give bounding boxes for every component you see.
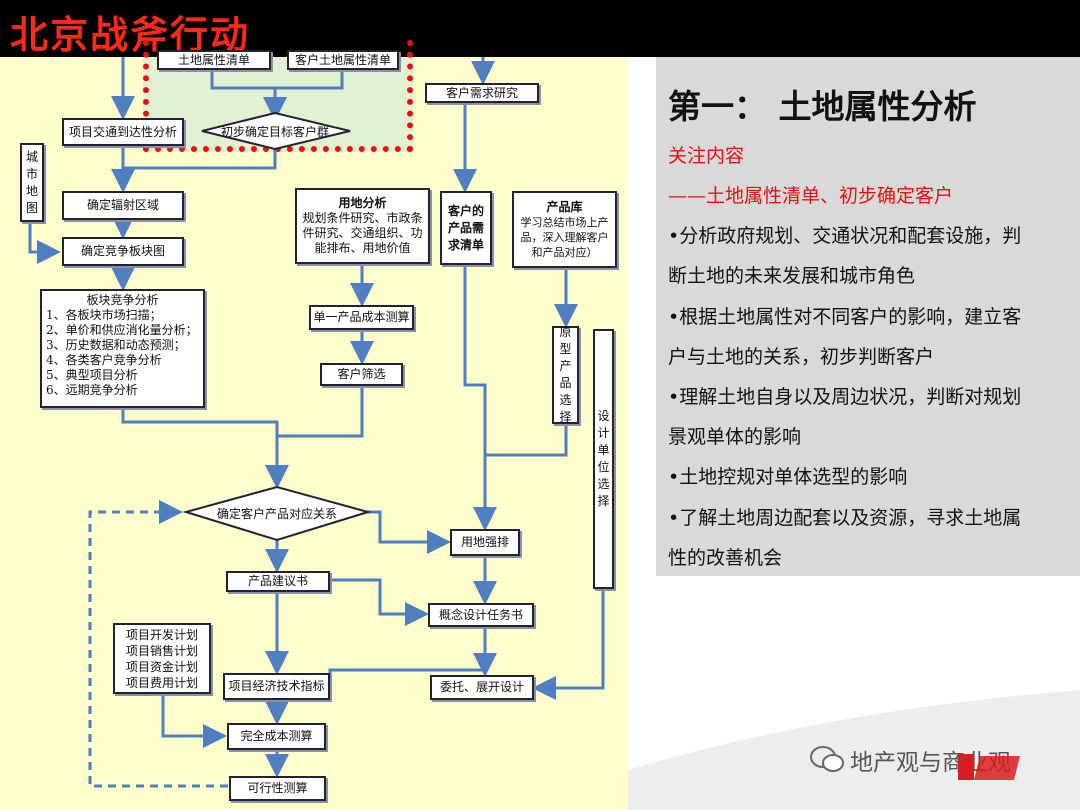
radiation-box: 确定辐射区域 [62, 191, 184, 220]
wechat-icon [810, 746, 844, 772]
panel-line: 景观单体的影响 [668, 426, 802, 448]
plan-item: 项目资金计划 [125, 659, 198, 674]
brand-logo [958, 754, 1020, 780]
client-filter-label: 客户筛选 [337, 367, 386, 381]
prototype-label: 原型产品选择 [559, 325, 572, 424]
client-filter-box: 客户筛选 [320, 363, 403, 386]
block-competition-box: 板块竞争分析 1、各板块市场扫描； 2、单价和供应消化量分析； 3、历史数据和动… [40, 289, 205, 408]
concept-brief-label: 概念设计任务书 [438, 607, 523, 622]
plan-item: 项目开发计划 [125, 627, 198, 642]
flow-connectors [28, 57, 605, 788]
block-competition-title: 板块竞争分析 [86, 293, 159, 307]
product-library-title: 产品库 [546, 199, 583, 214]
panel-heading: 第一： 土地属性分析 [668, 87, 977, 126]
client-product-list-box: 客户的产品需求清单 [440, 191, 492, 265]
match-label: 确定客户产品对应关系 [216, 507, 337, 521]
panel-line: •理解土地自身以及周边状况，判断对规划 [668, 386, 1022, 408]
focus-label: 关注内容 [668, 145, 745, 167]
traffic-analysis-box: 项目交通到达性分析 [62, 118, 184, 146]
client-research-label: 客户需求研究 [445, 85, 518, 100]
econ-index-box: 项目经济技术指标 [223, 673, 330, 700]
panel-line: •根据土地属性对不同客户的影响，建立客 [668, 306, 1022, 328]
prototype-box: 原型产品选择 [552, 325, 579, 424]
commission-box: 委托、展开设计 [430, 675, 534, 700]
city-map-label: 城市地图 [25, 149, 38, 215]
client-list-label: 客户土地属性清单 [294, 52, 391, 67]
land-use-box: 用地分析 规划条件研究、市政条件研究、交通组织、功能排布、用地价值 [295, 188, 430, 264]
panel-line: 户与土地的关系，初步判断客户 [668, 346, 935, 368]
competition-map-box: 确定竞争板块图 [62, 237, 184, 266]
panel-line: •土地控规对单体选型的影响 [668, 466, 908, 488]
econ-index-label: 项目经济技术指标 [228, 679, 325, 693]
product-library-box: 产品库 学习总结市场上产品，深入理解客户和产品对应） [512, 191, 617, 268]
plan-item: 项目销售计划 [125, 643, 198, 658]
product-library-body: 学习总结市场上产品，深入理解客户和产品对应） [520, 215, 609, 259]
info-panel [656, 57, 1080, 576]
client-list-box: 客户土地属性清单 [287, 50, 399, 70]
design-unit-label: 设计单位选择 [597, 409, 610, 508]
block-item: 3、历史数据和动态预测； [46, 338, 186, 352]
client-product-list-label: 客户的产品需求清单 [447, 203, 484, 252]
plans-box: 项目开发计划 项目销售计划 项目资金计划 项目费用计划 [113, 623, 211, 694]
target-clients-label: 初步确定目标客户群 [220, 125, 329, 139]
land-layout-label: 用地强排 [460, 535, 509, 549]
land-use-title: 用地分析 [338, 196, 387, 210]
land-list-box: 土地属性清单 [157, 50, 271, 70]
block-item: 4、各类客户竞争分析 [46, 353, 162, 367]
plan-item: 项目费用计划 [125, 675, 198, 690]
land-layout-box: 用地强排 [450, 529, 520, 556]
unit-cost-box: 单一产品成本测算 [309, 305, 414, 330]
product-proposal-label: 产品建议书 [247, 574, 308, 588]
land-use-body: 规划条件研究、市政条件研究、交通组织、功能排布、用地价值 [302, 211, 423, 255]
land-list-label: 土地属性清单 [177, 52, 250, 67]
traffic-analysis-label: 项目交通到达性分析 [68, 124, 177, 139]
block-item: 6、远期竞争分析 [46, 383, 138, 397]
city-map-box: 城市地图 [20, 143, 44, 222]
product-proposal-box: 产品建议书 [226, 571, 330, 592]
panel-line: 性的改善机会 [668, 547, 783, 569]
client-research-box: 客户需求研究 [425, 83, 539, 103]
header-bar [0, 0, 1080, 57]
competition-map-label: 确定竞争板块图 [80, 244, 165, 258]
feasibility-box: 可行性测算 [229, 776, 326, 801]
focus-value: ——土地属性清单、初步确定客户 [668, 185, 954, 207]
commission-label: 委托、展开设计 [439, 680, 524, 694]
radiation-label: 确定辐射区域 [86, 198, 159, 212]
full-cost-label: 完全成本测算 [240, 729, 313, 743]
block-item: 2、单价和供应消化量分析； [46, 323, 198, 337]
full-cost-box: 完全成本测算 [227, 723, 326, 750]
feasibility-label: 可行性测算 [247, 781, 308, 795]
page-title: 北京战斧行动 [10, 12, 251, 57]
unit-cost-label: 单一产品成本测算 [313, 310, 410, 324]
panel-line: •了解土地周边配套以及资源，寻求土地属 [668, 507, 1022, 529]
panel-line: 断土地的未来发展和城市角色 [668, 265, 916, 287]
block-item: 1、各板块市场扫描； [46, 308, 162, 322]
block-item: 5、典型项目分析 [46, 368, 138, 382]
concept-brief-box: 概念设计任务书 [428, 603, 534, 627]
design-unit-box: 设计单位选择 [593, 329, 614, 589]
panel-line: •分析政府规划、交通状况和配套设施，判 [668, 225, 1022, 247]
